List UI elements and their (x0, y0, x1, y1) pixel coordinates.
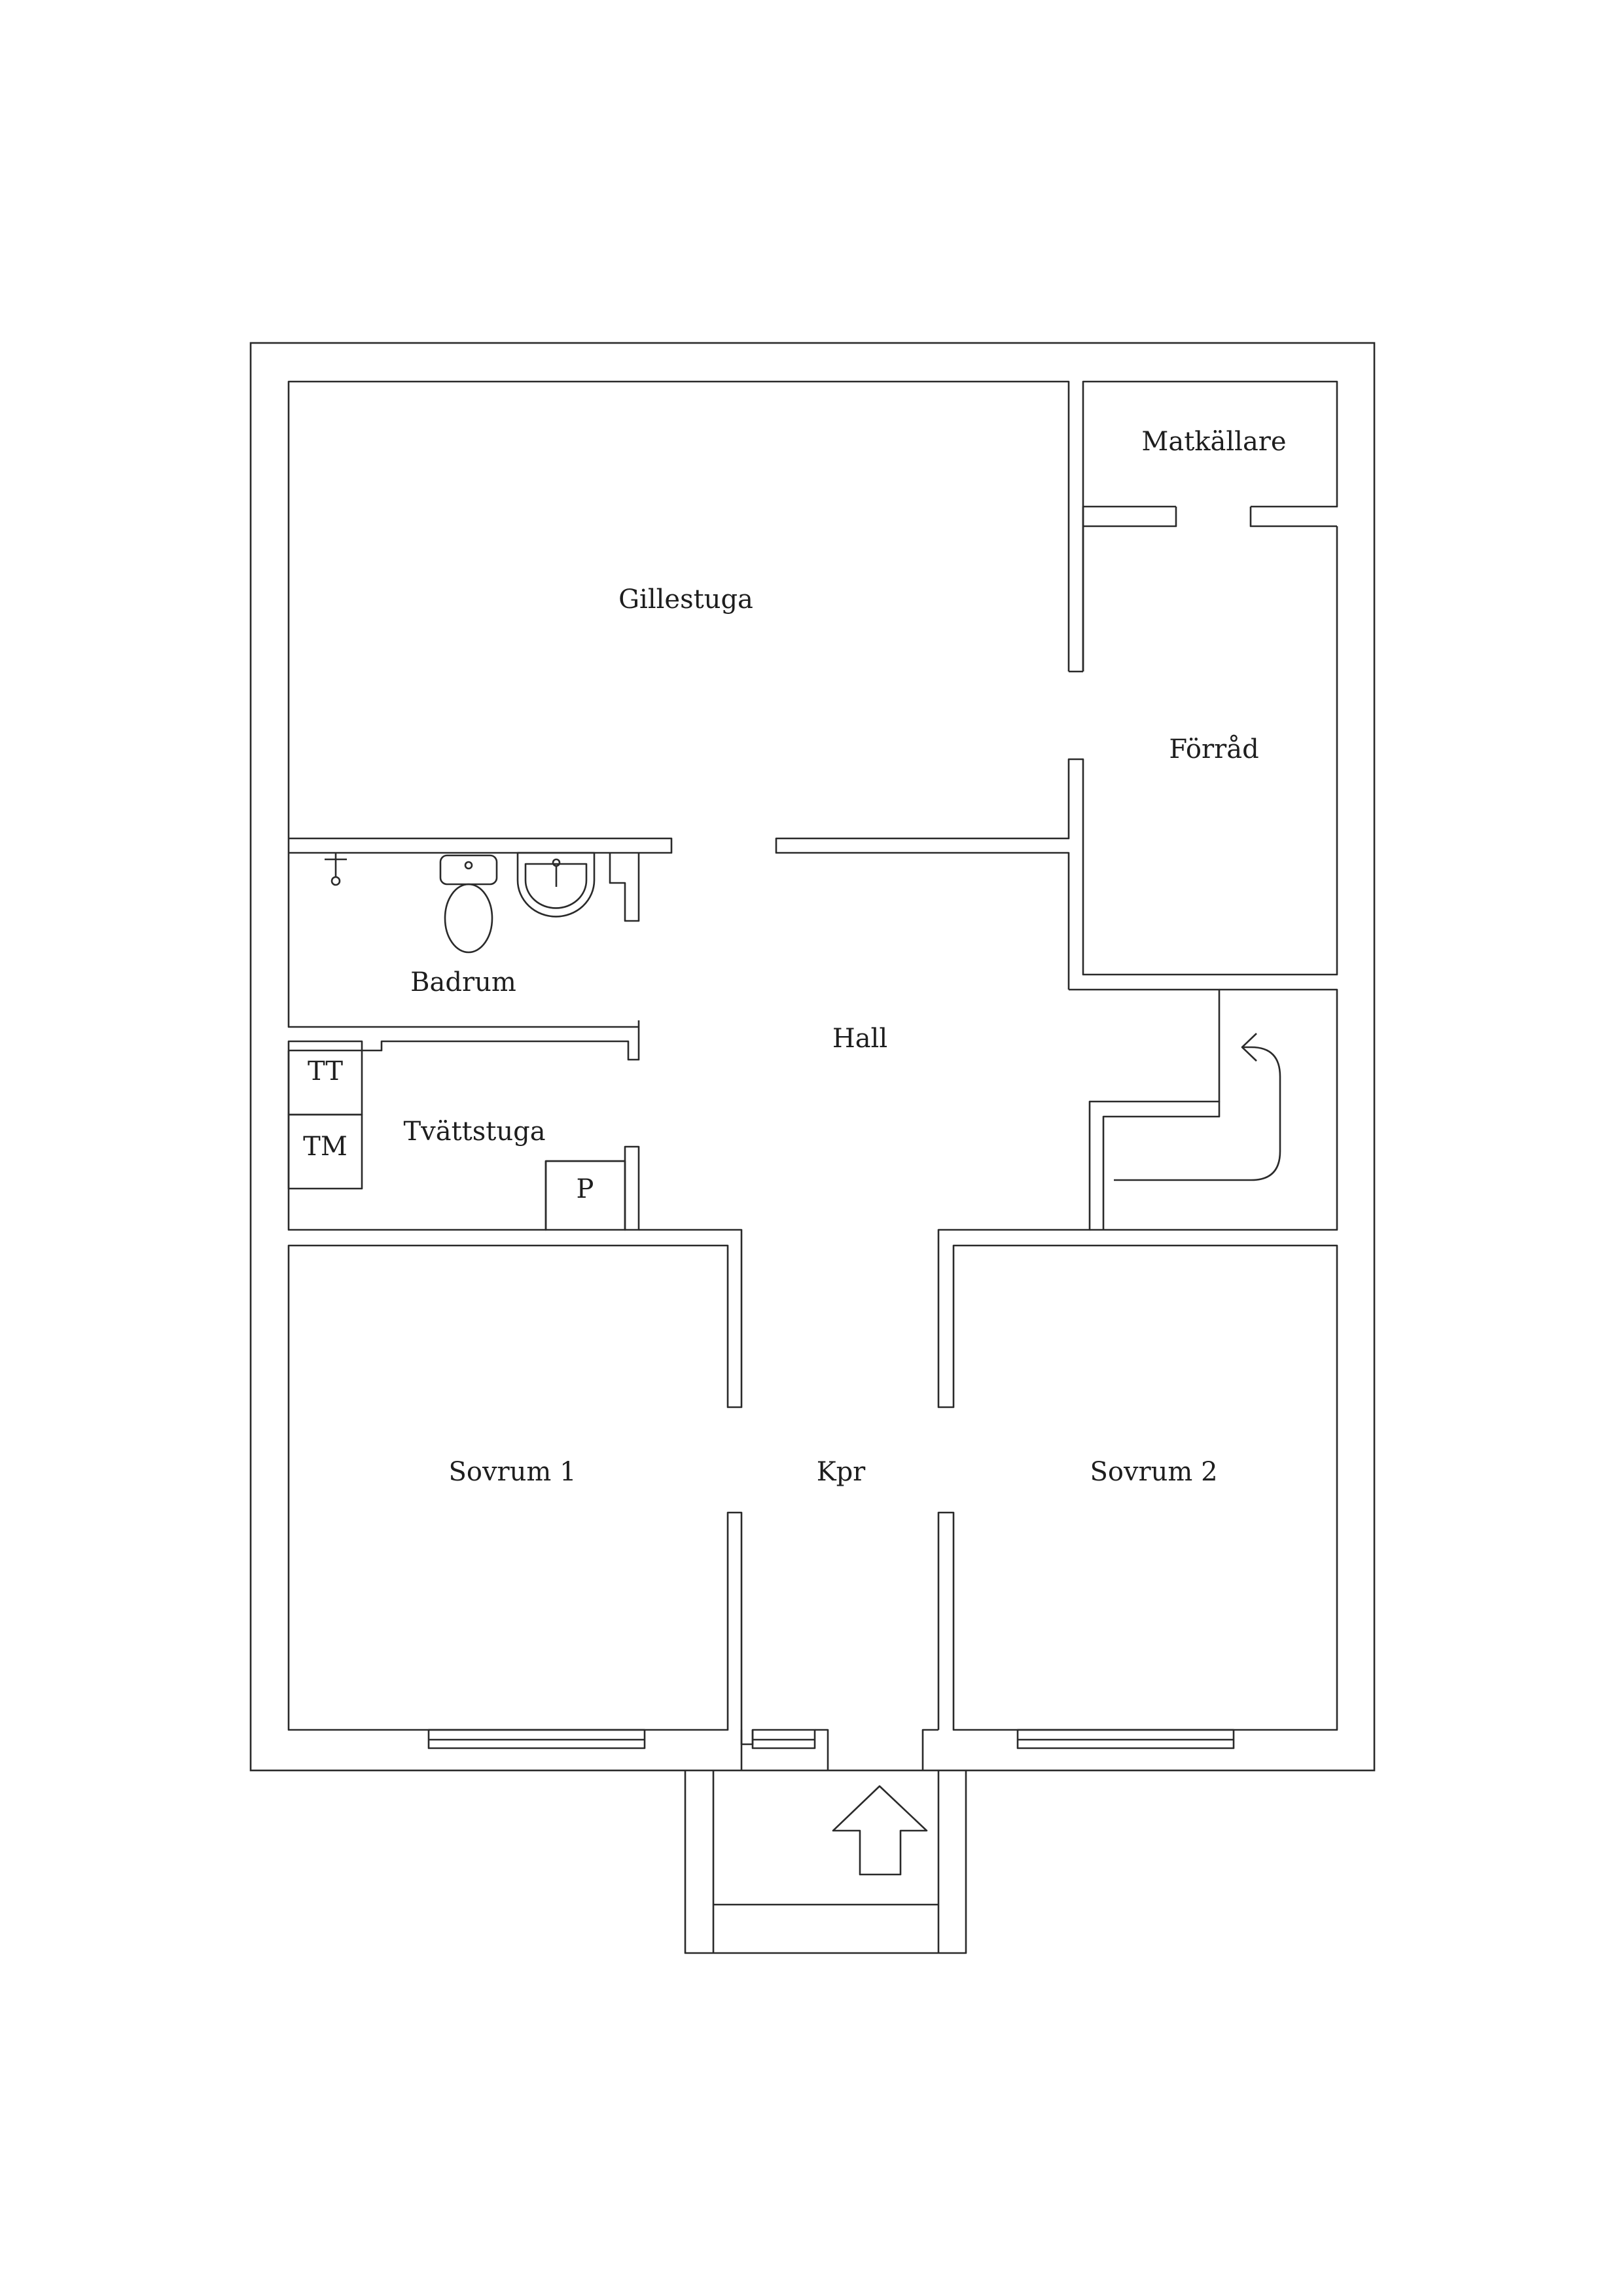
room-label-gillestuga: Gillestuga (618, 584, 753, 615)
room-label-tvattstuga: Tvättstuga (403, 1117, 545, 1147)
building-outline (249, 342, 1376, 1772)
room-label-matkallare: Matkällare (1141, 427, 1286, 457)
stairs-arrow-icon (1114, 1033, 1281, 1181)
room-label-hall: Hall (832, 1024, 887, 1054)
room-label-forrad: Förråd (1169, 734, 1258, 764)
shower-icon (325, 853, 347, 886)
laundry-appliances (287, 1040, 626, 1231)
room-label-sovrum2: Sovrum 2 (1090, 1457, 1217, 1487)
room-label-sovrum1: Sovrum 1 (448, 1457, 576, 1487)
appliance-label-tt: TT (308, 1056, 343, 1086)
room-label-badrum: Badrum (410, 967, 516, 997)
appliance-label-p: P (577, 1174, 594, 1204)
toilet-icon (439, 854, 498, 954)
interior-walls (287, 380, 1338, 1770)
entrance-arrow-icon (832, 1785, 928, 1876)
sink-icon (516, 852, 596, 918)
entrance-porch (684, 1771, 967, 1954)
appliance-label-tm: TM (303, 1132, 348, 1162)
room-label-kpr: Kpr (817, 1457, 866, 1487)
